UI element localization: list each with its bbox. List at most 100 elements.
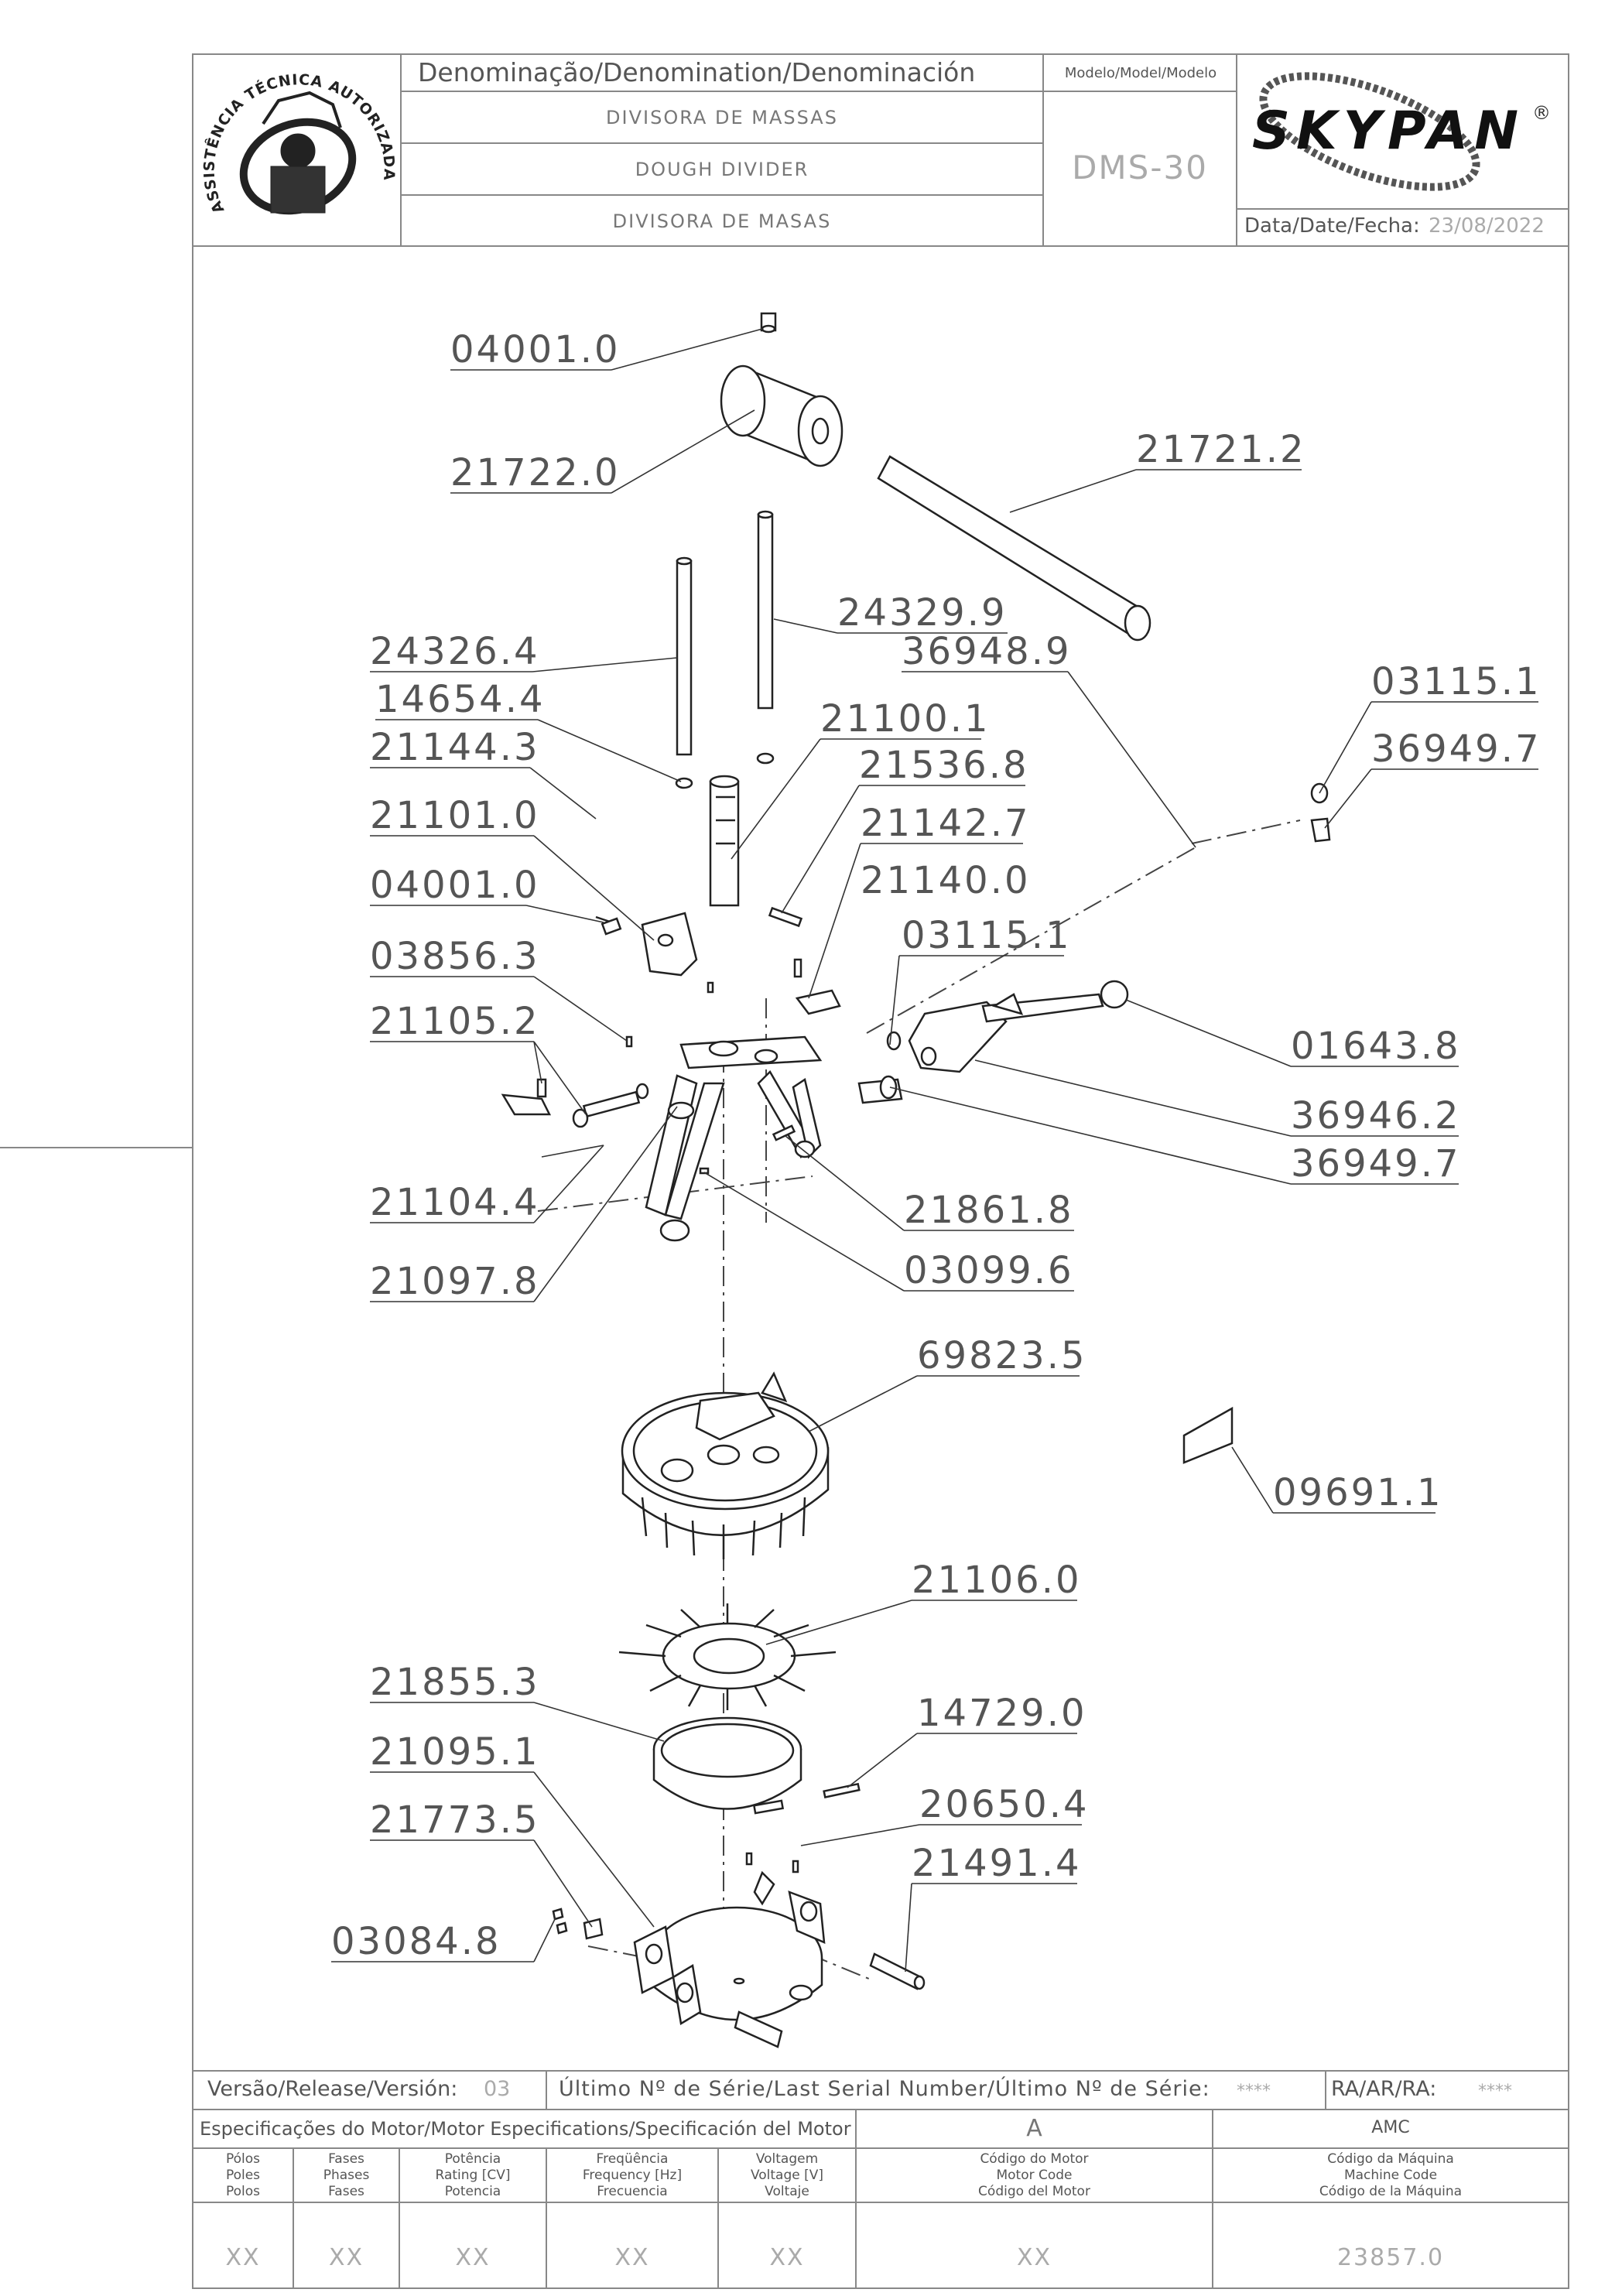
- part-number-label: 36948.9: [902, 630, 1072, 673]
- motor-spec-header-line: Voltagem: [755, 2151, 819, 2167]
- date-value: 23/08/2022: [1429, 214, 1545, 238]
- motor-spec-header-line: Frequency [Hz]: [582, 2168, 683, 2183]
- product-name-es: DIVISORA DE MASAS: [612, 210, 832, 232]
- motor-spec-label: Especificações do Motor/Motor Especifica…: [200, 2118, 851, 2140]
- motor-spec-value: XX: [225, 2244, 261, 2271]
- part-number-label: 04001.0: [370, 864, 540, 907]
- leader-lines: [331, 328, 1538, 1973]
- part-number-label: 21721.2: [1136, 428, 1306, 471]
- motor-spec-value: A: [1026, 2115, 1042, 2142]
- date-label: Data/Date/Fecha:: [1244, 214, 1420, 238]
- part-number-label: 21105.2: [370, 1000, 540, 1043]
- motor-spec-value: XX: [1016, 2244, 1052, 2271]
- motor-spec-value: XX: [455, 2244, 491, 2271]
- exploded-parts: [501, 312, 1331, 2048]
- ring: [652, 1716, 802, 1815]
- part-number-label: 21491.4: [912, 1842, 1082, 1885]
- motor-spec-value: 23857.0: [1336, 2244, 1445, 2271]
- right-lever: [857, 980, 1129, 1104]
- part-number-label: 21861.8: [904, 1189, 1074, 1232]
- part-number-label: 36949.7: [1371, 727, 1542, 771]
- version-value: 03: [484, 2077, 511, 2101]
- motor-spec-header-line: Pólos: [225, 2151, 261, 2167]
- part-number-label: 20650.4: [919, 1783, 1090, 1826]
- part-number-label: 04001.0: [450, 328, 621, 371]
- part-number-label: 21773.5: [370, 1798, 540, 1842]
- motor-spec-header-line: Voltage [V]: [750, 2168, 824, 2183]
- part-number-label: 36946.2: [1291, 1094, 1461, 1138]
- motor-spec-header-line: Código da Máquina: [1327, 2151, 1454, 2167]
- guide-rods: [675, 510, 775, 789]
- drawing-frame: [192, 53, 1569, 2289]
- yoke-assembly: [645, 1035, 823, 1242]
- handle-bar: [877, 455, 1151, 642]
- motor-spec-header-line: Código del Motor: [978, 2184, 1090, 2199]
- motor-spec-header-line: Phases: [323, 2168, 370, 2183]
- denomination-label: Denominação/Denomination/Denominación: [418, 57, 976, 87]
- serial-value: ****: [1237, 2082, 1271, 2101]
- part-number-label: 09691.1: [1273, 1471, 1443, 1514]
- part-number-label: 24329.9: [837, 591, 1008, 635]
- part-number-label: 03856.3: [370, 935, 540, 978]
- base-plate: [633, 1852, 826, 2048]
- motor-spec-header-line: Machine Code: [1343, 2168, 1438, 2183]
- part-number-label: 69823.5: [917, 1334, 1087, 1377]
- part-number-label: 21536.8: [859, 744, 1029, 787]
- motor-spec-value: XX: [614, 2244, 650, 2271]
- motor-spec-header-line: Fases: [328, 2151, 364, 2167]
- part-number-label: 03115.1: [1371, 660, 1542, 703]
- blade: [823, 1782, 861, 1798]
- motor-spec-header-line: Voltaje: [765, 2184, 809, 2199]
- part-number-label: 21140.0: [861, 859, 1031, 902]
- part-number-label: 14729.0: [917, 1692, 1087, 1735]
- part-number-label: 14654.4: [375, 678, 546, 721]
- serial-label: Último Nº de Série/Last Serial Number/Úl…: [559, 2077, 1210, 2101]
- model-label: Modelo/Model/Modelo: [1064, 65, 1217, 81]
- motor-spec-value: XX: [328, 2244, 364, 2271]
- part-number-label: 21100.1: [820, 697, 991, 741]
- motor-spec-header-line: Motor Code: [996, 2168, 1073, 2183]
- part-number-label: 21101.0: [370, 794, 540, 837]
- motor-spec-header-line: Potencia: [444, 2184, 501, 2199]
- pin: [869, 1952, 922, 1990]
- part-number-label: 01643.8: [1291, 1025, 1461, 1068]
- part-number-label: 21142.7: [861, 802, 1031, 845]
- amc-label: AMC: [1371, 2118, 1410, 2137]
- part-number-label: 21855.3: [370, 1661, 540, 1704]
- authorized-service-seal: ASSISTÊNCIA TÉCNICA AUTORIZADA: [201, 71, 397, 216]
- knife-star: [618, 1603, 837, 1710]
- part-number-label: 03084.8: [331, 1920, 501, 1963]
- brand-logo: SKYPAN: [1252, 101, 1525, 162]
- part-number-label: 03115.1: [902, 914, 1072, 957]
- model-value: DMS-30: [1072, 149, 1208, 186]
- ball-knob: [1100, 980, 1129, 1009]
- motor-spec-header-line: Código do Motor: [980, 2151, 1089, 2167]
- part-number-label: 03099.6: [904, 1249, 1074, 1292]
- skypan-logo-swoosh: [1259, 72, 1480, 191]
- part-number-label: 24326.4: [370, 630, 540, 673]
- motor-spec-header-line: Polos: [225, 2184, 261, 2199]
- version-label: Versão/Release/Versión:: [207, 2077, 458, 2101]
- part-number-label: 21722.0: [450, 451, 621, 494]
- motor-spec-header-line: Frecuencia: [597, 2184, 668, 2199]
- nameplate: [1182, 1406, 1234, 1464]
- motor-spec-header-line: Freqüência: [596, 2151, 669, 2167]
- motor-spec-header-line: Fases: [328, 2184, 364, 2199]
- motor-spec-header-line: Potência: [444, 2151, 501, 2167]
- part-number-label: 21106.0: [912, 1559, 1082, 1602]
- motor-spec-header-line: Código de la Máquina: [1319, 2184, 1463, 2199]
- part-number-label: 21104.4: [370, 1181, 540, 1224]
- motor-spec-value: XX: [769, 2244, 805, 2271]
- part-number-label: 21095.1: [370, 1730, 540, 1774]
- part-number-label: 36949.7: [1291, 1142, 1461, 1186]
- handle-knob: [720, 312, 844, 467]
- product-name-en: DOUGH DIVIDER: [635, 159, 809, 180]
- registered-mark: ®: [1532, 102, 1551, 124]
- ra-value: ****: [1478, 2082, 1512, 2101]
- part-number-label: 21144.3: [370, 726, 540, 769]
- dividing-drum: [621, 1371, 830, 1559]
- product-name-pt: DIVISORA DE MASSAS: [606, 107, 838, 128]
- motor-spec-header-line: Poles: [225, 2168, 261, 2183]
